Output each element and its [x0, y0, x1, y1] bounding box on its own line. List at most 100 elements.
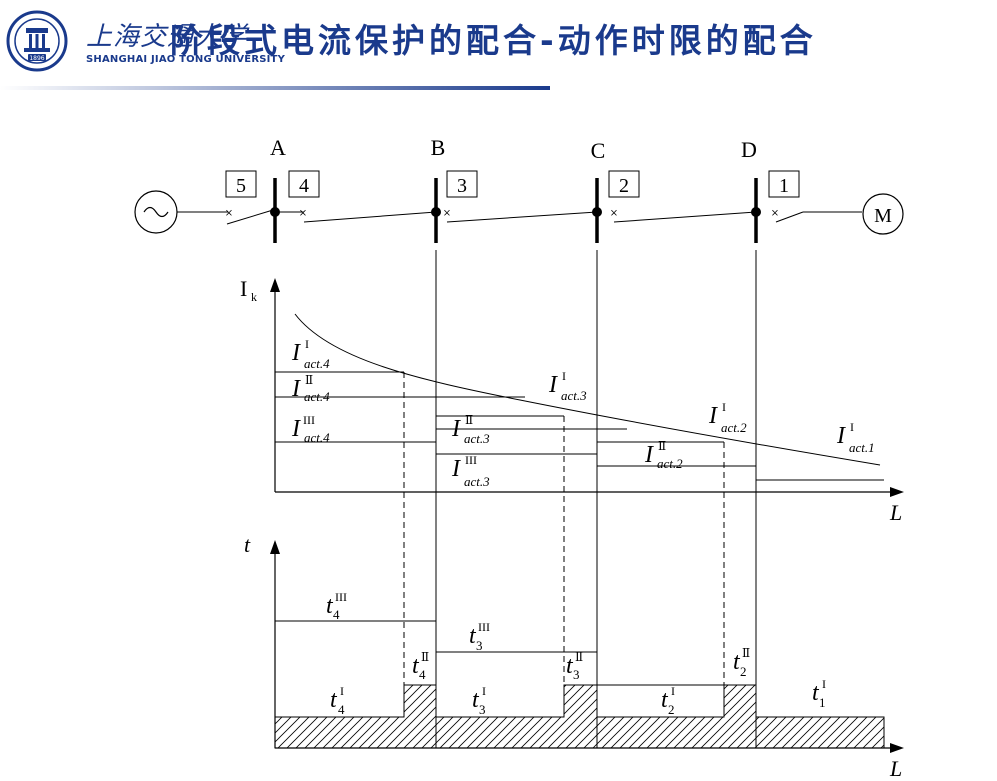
protection-1-label: 1 — [779, 175, 789, 197]
reach-dashed-lines — [403, 372, 725, 685]
svg-text:I: I — [482, 684, 486, 698]
current-y-label: I — [240, 276, 247, 301]
current-chart: I k L — [240, 276, 904, 685]
time-zone-4 — [274, 684, 437, 749]
svg-text:1896: 1896 — [29, 55, 44, 62]
time-x-arrow-icon — [890, 743, 904, 753]
line-ab — [303, 211, 437, 223]
svg-text:I: I — [291, 340, 301, 366]
time-x-label: L — [889, 756, 902, 781]
time-y-label: t — [244, 532, 251, 557]
svg-text:III: III — [465, 453, 477, 467]
svg-text:I: I — [291, 376, 301, 402]
svg-text:III: III — [303, 413, 315, 427]
svg-text:I: I — [562, 369, 566, 383]
time-y-arrow-icon — [270, 540, 280, 554]
svg-text:act.2: act.2 — [657, 456, 683, 471]
svg-text:act.1: act.1 — [849, 440, 875, 455]
current-y-arrow-icon — [270, 278, 280, 292]
svg-text:act.2: act.2 — [721, 420, 747, 435]
svg-text:I: I — [708, 403, 718, 429]
svg-text:Ⅱ: Ⅱ — [421, 650, 429, 664]
svg-text:t: t — [326, 593, 334, 619]
motor-icon — [862, 193, 904, 235]
svg-text:act.3: act.3 — [464, 431, 490, 446]
breaker-5-icon — [226, 209, 274, 225]
svg-text:3: 3 — [476, 638, 483, 653]
svg-text:Ⅱ: Ⅱ — [465, 413, 473, 427]
current-x-label: L — [889, 500, 902, 525]
time-zone-2 — [596, 684, 757, 749]
svg-text:t: t — [330, 687, 338, 713]
svg-text:Ⅱ: Ⅱ — [742, 646, 750, 660]
svg-text:2: 2 — [668, 702, 675, 717]
fault-current-curve — [294, 313, 881, 466]
line-cd — [613, 211, 757, 223]
svg-text:Ⅱ: Ⅱ — [305, 373, 313, 387]
svg-text:4: 4 — [338, 702, 345, 717]
protection-2-label: 2 — [619, 175, 629, 197]
svg-text:I: I — [671, 684, 675, 698]
svg-text:t: t — [469, 623, 477, 649]
svg-text:I: I — [644, 442, 654, 468]
svg-text:×: × — [225, 208, 233, 219]
bus-label-b: B — [431, 135, 446, 160]
line-bc — [446, 211, 598, 223]
generator-sine-icon — [143, 206, 169, 218]
svg-text:act.4: act.4 — [304, 430, 330, 445]
svg-text:t: t — [733, 649, 741, 675]
current-y-label-sub: k — [251, 290, 257, 304]
svg-text:III: III — [335, 590, 347, 604]
protection-4-label: 4 — [299, 175, 309, 197]
bus-label-c: C — [591, 138, 606, 163]
svg-text:×: × — [610, 208, 618, 219]
logo-english-name: SHANGHAI JIAO TONG UNIVERSITY — [86, 54, 286, 65]
system-one-line: × × × × × M A B C D 5 4 3 2 1 — [134, 135, 904, 243]
bus-label-d: D — [741, 137, 757, 162]
svg-text:I: I — [822, 677, 826, 691]
svg-text:4: 4 — [419, 667, 426, 682]
time-zone-3 — [435, 684, 598, 749]
svg-text:1: 1 — [819, 695, 826, 710]
svg-text:×: × — [299, 208, 307, 219]
t4-III-step — [274, 620, 436, 717]
svg-text:I: I — [548, 372, 558, 398]
protection-3-label: 3 — [457, 175, 467, 197]
svg-text:act.3: act.3 — [561, 388, 587, 403]
svg-text:4: 4 — [333, 607, 340, 622]
svg-text:I: I — [836, 423, 846, 449]
svg-text:3: 3 — [479, 702, 486, 717]
svg-text:act.4: act.4 — [304, 356, 330, 371]
slide-header: 1896 上海交通大学 SHANGHAI JIAO TONG UNIVERSIT… — [0, 0, 997, 95]
time-chart: t L — [244, 532, 904, 781]
svg-text:I: I — [451, 456, 461, 482]
title-underline — [0, 86, 550, 90]
svg-text:I: I — [722, 400, 726, 414]
svg-text:t: t — [812, 680, 820, 706]
svg-text:×: × — [443, 208, 451, 219]
svg-text:2: 2 — [740, 664, 747, 679]
svg-text:III: III — [478, 620, 490, 634]
svg-text:t: t — [661, 687, 669, 713]
protection-5-label: 5 — [236, 175, 246, 197]
logo-chinese-name: 上海交通大学 — [86, 22, 249, 52]
svg-text:Ⅱ: Ⅱ — [575, 650, 583, 664]
university-seal-icon: 1896 — [6, 10, 68, 72]
